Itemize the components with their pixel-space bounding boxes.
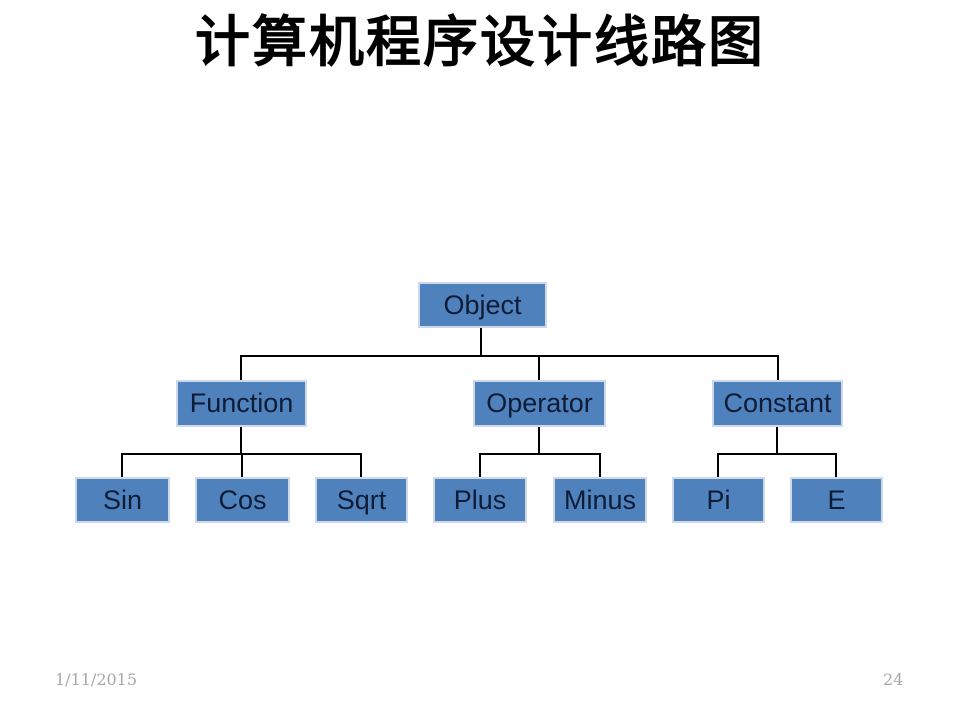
tree-node-sqrt: Sqrt xyxy=(315,477,408,523)
tree-node-function: Function xyxy=(176,380,307,427)
connector-to-operator xyxy=(538,355,540,380)
connector-object-down xyxy=(480,328,482,355)
tree-node-object: Object xyxy=(418,282,547,328)
connector-to-cos xyxy=(241,453,243,477)
tree-node-minus: Minus xyxy=(553,477,647,523)
connector-function-down xyxy=(240,427,242,453)
connector-to-plus xyxy=(479,453,481,477)
connector-to-sqrt xyxy=(360,453,362,477)
tree-node-sin: Sin xyxy=(75,477,170,523)
footer-page-number: 24 xyxy=(883,670,904,689)
footer-date: 1/11/2015 xyxy=(55,670,138,689)
connector-constant-down xyxy=(776,427,778,453)
tree-node-constant: Constant xyxy=(712,380,843,427)
connector-to-constant xyxy=(777,355,779,380)
connector-level1-horizontal xyxy=(240,355,779,357)
connector-to-e xyxy=(835,453,837,477)
connector-to-pi xyxy=(717,453,719,477)
tree-node-e: E xyxy=(790,477,883,523)
slide-title: 计算机程序设计线路图 xyxy=(194,9,765,74)
connector-to-sin xyxy=(121,453,123,477)
tree-node-pi: Pi xyxy=(672,477,765,523)
connector-operator-horizontal xyxy=(479,453,601,455)
connector-constant-horizontal xyxy=(717,453,837,455)
tree-node-operator: Operator xyxy=(473,380,606,427)
connector-to-function xyxy=(240,355,242,380)
connector-operator-down xyxy=(538,427,540,453)
tree-node-cos: Cos xyxy=(195,477,290,523)
tree-node-plus: Plus xyxy=(433,477,527,523)
connector-to-minus xyxy=(599,453,601,477)
